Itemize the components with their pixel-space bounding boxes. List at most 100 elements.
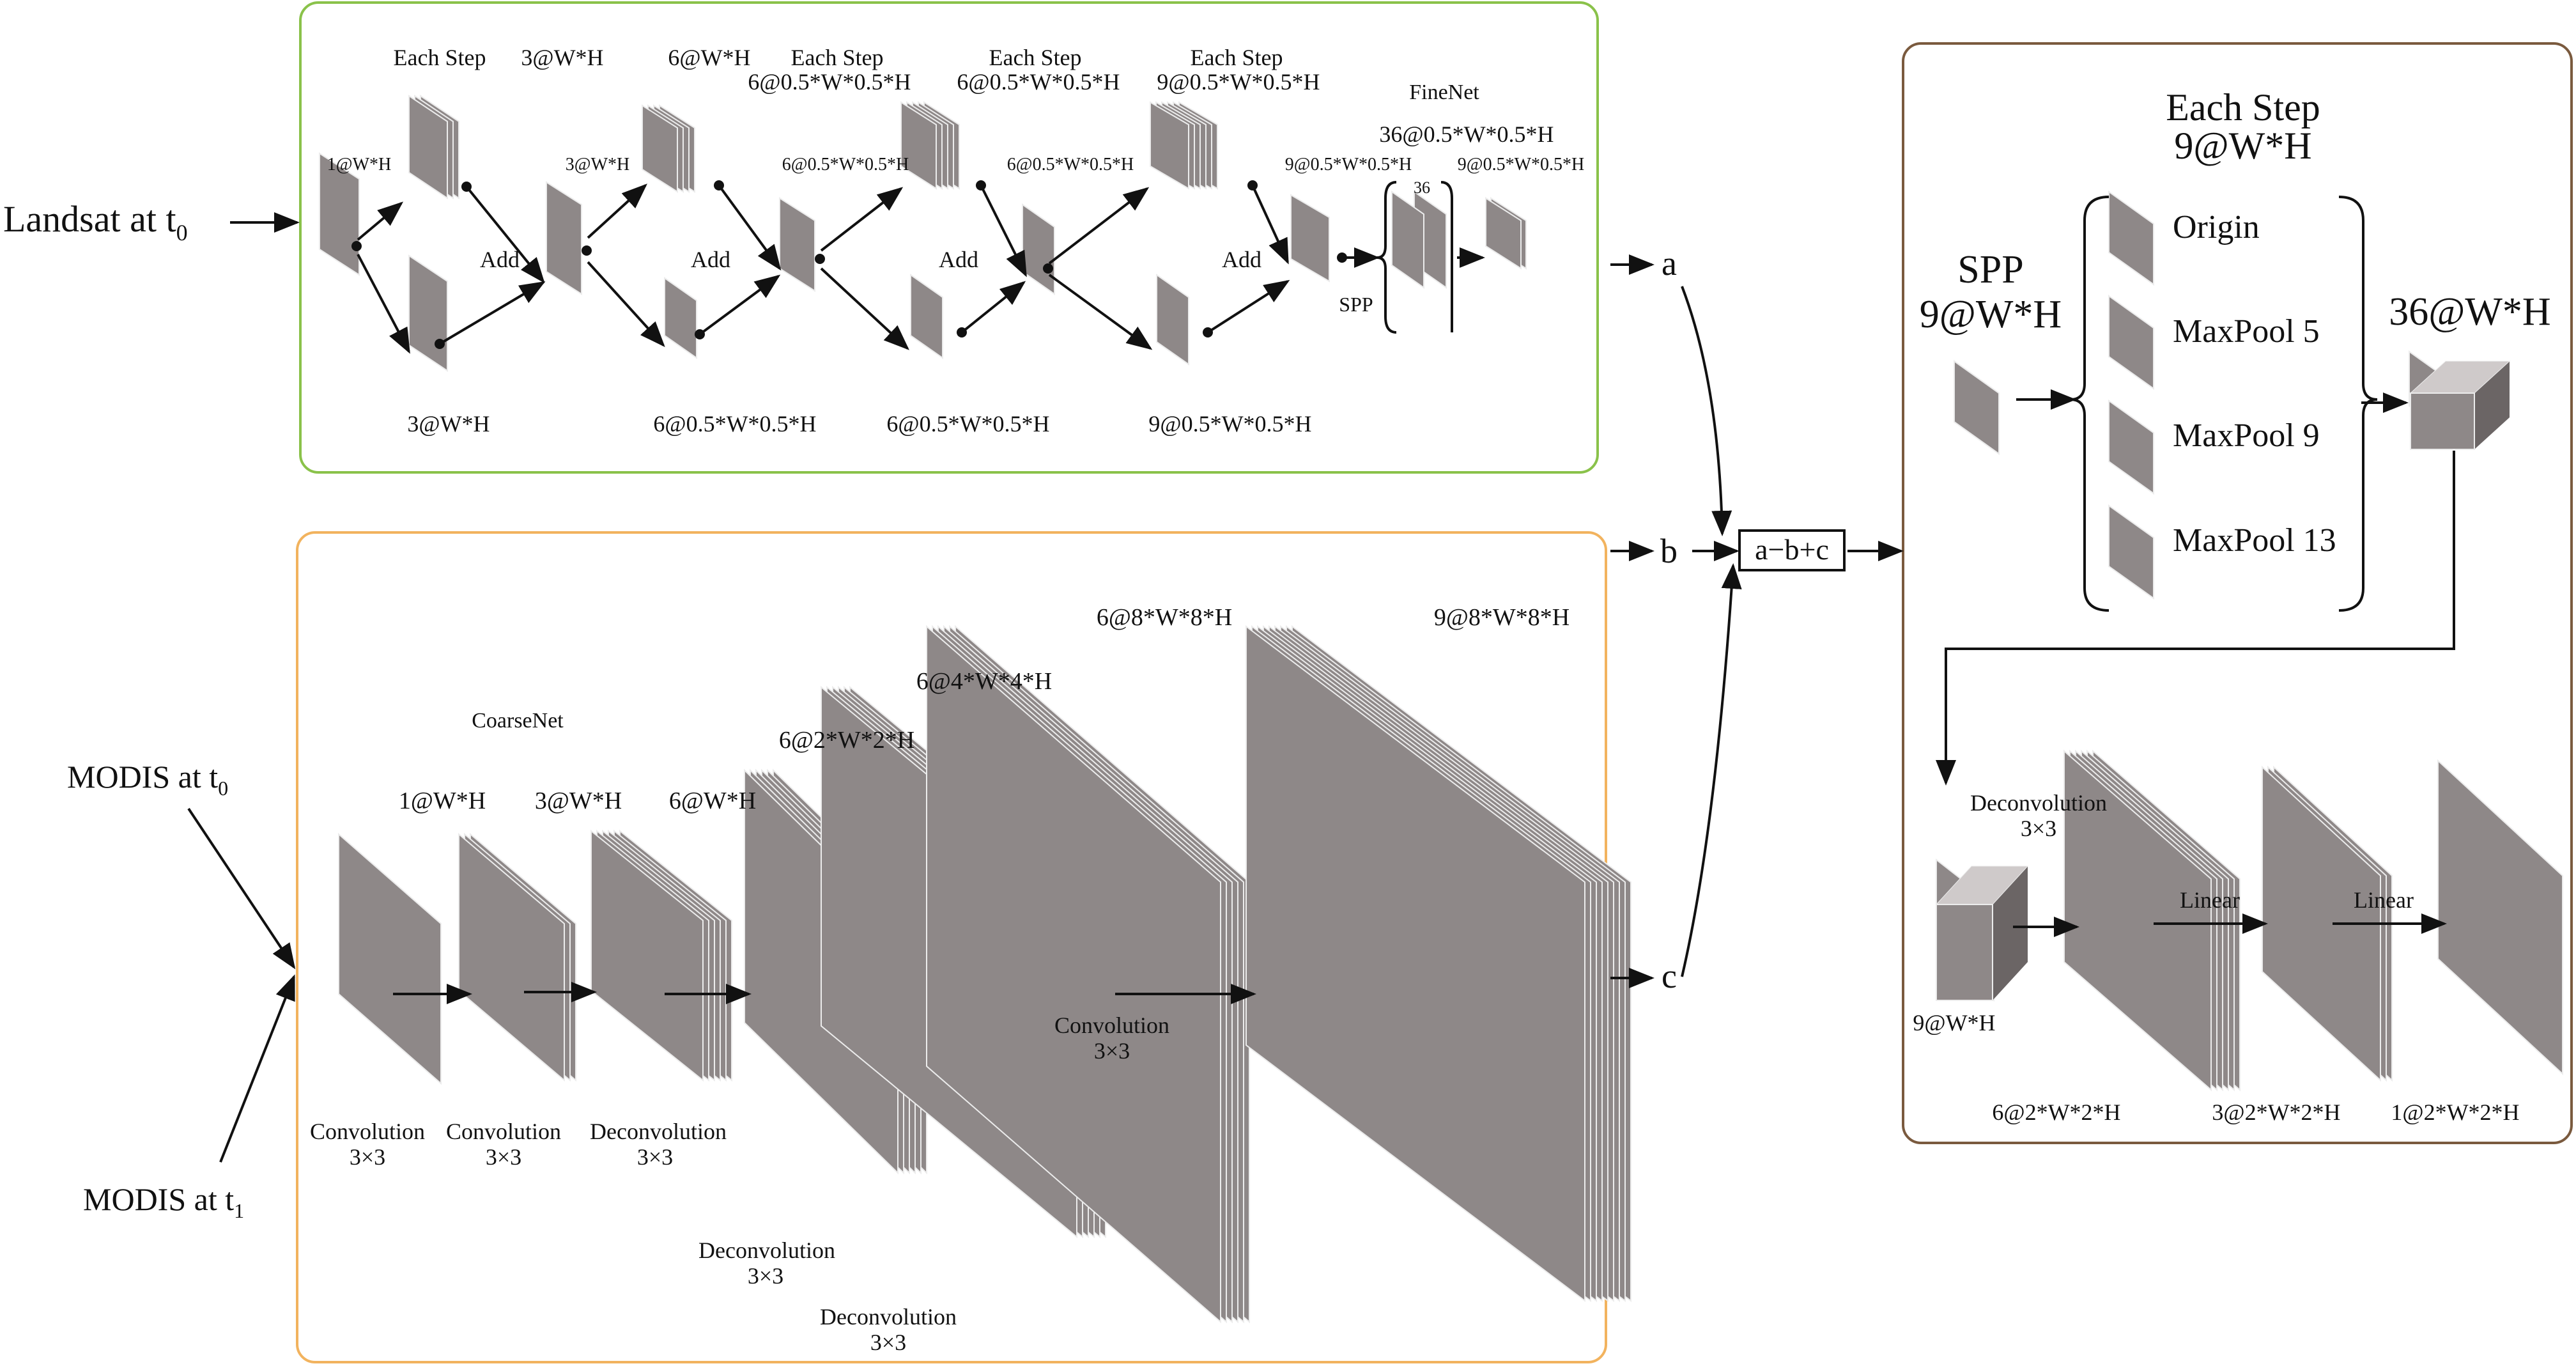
rp-dim-in: 9@W*H xyxy=(1913,1010,1995,1036)
cn-conv1: Convolution xyxy=(310,1119,425,1144)
dim-final-out: 9@0.5*W*0.5*H xyxy=(1458,155,1584,175)
dot xyxy=(714,180,724,190)
combine-box xyxy=(1738,529,1846,571)
arrow-fn-3a xyxy=(820,187,904,252)
arrow-fn-2b xyxy=(587,261,665,347)
arrow-fn-1b xyxy=(357,254,410,354)
output-b: b xyxy=(1660,532,1677,570)
arrow-fn-2a xyxy=(587,183,647,239)
cn-deconv3: Deconvolution xyxy=(820,1304,957,1330)
rp-concat: 36@W*H xyxy=(2389,290,2550,334)
rp-d2-map xyxy=(2262,765,2393,1082)
rp-maxpool5-map-layer xyxy=(2108,295,2154,390)
rp-spp-2: 9@W*H xyxy=(1920,293,2062,336)
fn-bot9-map-layer xyxy=(1156,274,1189,366)
spp-label: SPP xyxy=(1339,293,1373,316)
cn-conv2-k: 3×3 xyxy=(486,1144,521,1170)
rp-in-block-front xyxy=(1936,904,1993,1001)
rp-d1-map xyxy=(2063,749,2241,1092)
dim-mid-6: 6@0.5*W*0.5*H xyxy=(782,155,909,175)
rp-branch-maxpool5: MaxPool 5 xyxy=(2173,313,2320,350)
fn-mid6-map-layer xyxy=(779,197,815,292)
fn-bot6b-map xyxy=(910,274,943,359)
cn-c3-map xyxy=(458,832,576,1082)
rp-concat-block-side xyxy=(2474,361,2510,449)
each-step-1: Each Step xyxy=(394,45,486,70)
output-a: a xyxy=(1662,244,1677,283)
dot xyxy=(461,182,472,192)
fn-top3-map xyxy=(408,95,459,199)
spp-brace-left xyxy=(1377,181,1397,334)
fn-top3-map-layer xyxy=(408,95,448,199)
dim-bot-6b: 6@0.5*W*0.5*H xyxy=(886,411,1049,437)
fn-step4-map-layer xyxy=(1150,101,1189,190)
rp-in-block-side xyxy=(1993,866,2028,1000)
arrow-fn-4c xyxy=(1251,185,1289,265)
fn-top6-map xyxy=(642,104,695,193)
modis-t0-label: MODIS at t0 xyxy=(67,759,228,800)
rp-d3-map xyxy=(2437,759,2563,1076)
finenet-panel xyxy=(299,1,1599,474)
connector-dots xyxy=(351,180,1347,349)
cn-d3-map-layer xyxy=(926,625,1221,1324)
rp-branch-maxpool13: MaxPool 13 xyxy=(2173,522,2336,559)
dot xyxy=(351,241,362,251)
fn-bot6a-map-layer xyxy=(664,277,697,359)
feature-map-blocks xyxy=(319,95,2563,1324)
dot xyxy=(695,329,705,339)
dim-top-6: 6@W*H xyxy=(668,45,750,70)
cn-d3-map xyxy=(926,625,1250,1324)
right-panel-labels: Each Step 9@W*H SPP 9@W*H Origin MaxPool… xyxy=(1913,86,2550,1125)
cn-dim-d2: 6@4*W*4*H xyxy=(916,668,1052,695)
cn-dim-c1: 1@W*H xyxy=(399,788,486,814)
dim-top-3: 3@W*H xyxy=(521,45,603,70)
cn-c3-map-layer xyxy=(458,832,565,1082)
cn-c6-map-layer xyxy=(590,829,704,1082)
rp-spp-in-map xyxy=(1954,360,2000,455)
rp-brace-right xyxy=(2338,196,2378,612)
rp-d3-map-layer xyxy=(2437,759,2563,1076)
spp-brace-right xyxy=(1440,181,1453,332)
cn-dim-c6: 6@W*H xyxy=(669,788,756,814)
fn-out-map-layer xyxy=(1485,197,1522,270)
rp-title-1: Each Step xyxy=(2166,86,2320,128)
rp-dim-d1: 6@2*W*2*H xyxy=(1992,1099,2120,1125)
dot xyxy=(976,180,986,190)
arrow-fn-1a xyxy=(357,201,404,241)
rp-branch-origin: Origin xyxy=(2173,209,2260,245)
arrow-c-combine xyxy=(1681,563,1742,977)
landsat-text: Landsat at t xyxy=(3,198,176,240)
arrow-fn-3c xyxy=(980,185,1027,277)
fn-mid9-map-layer xyxy=(1290,194,1330,283)
rp-spp-1: SPP xyxy=(1957,248,2023,291)
dot xyxy=(435,339,445,349)
arrow-fn-3d xyxy=(960,281,1026,334)
dim-bot-9: 9@0.5*W*0.5*H xyxy=(1148,411,1311,437)
dim-mid-3: 3@W*H xyxy=(566,155,629,175)
dot xyxy=(815,254,825,264)
cn-c6-map xyxy=(590,829,732,1082)
fn-mid3-map xyxy=(546,181,582,295)
arrow-modis-t1 xyxy=(219,974,295,1163)
rp-dim-d3: 1@2*W*2*H xyxy=(2391,1099,2519,1125)
modis-t1-sub: 1 xyxy=(234,1199,244,1222)
arrow-a-combine xyxy=(1681,286,1732,536)
add-2: Add xyxy=(691,247,730,272)
right-panel xyxy=(1902,42,2573,1144)
each-step-3: Each Step xyxy=(989,45,1082,70)
coarsenet-title: CoarseNet xyxy=(472,709,564,733)
brace-count: 36 xyxy=(1414,178,1430,197)
fn-bot3-map-layer xyxy=(408,254,448,372)
arrow-fn-2d xyxy=(698,274,781,336)
cn-c1-map xyxy=(338,832,442,1085)
cn-conv1-k: 3×3 xyxy=(350,1144,385,1170)
rp-in-block xyxy=(1935,865,2029,1001)
fn-mid6-map xyxy=(779,197,815,292)
modis-t0-sub: 0 xyxy=(218,777,228,800)
rp-concat-block-front xyxy=(2410,392,2475,450)
rp-linear-1: Linear xyxy=(2180,887,2240,913)
rp-deconv-k: 3×3 xyxy=(2021,816,2056,841)
fn-mid6b-map xyxy=(1022,203,1055,295)
cn-out-map-layer xyxy=(1246,625,1585,1303)
landsat-label: Landsat at t0 xyxy=(3,198,188,245)
